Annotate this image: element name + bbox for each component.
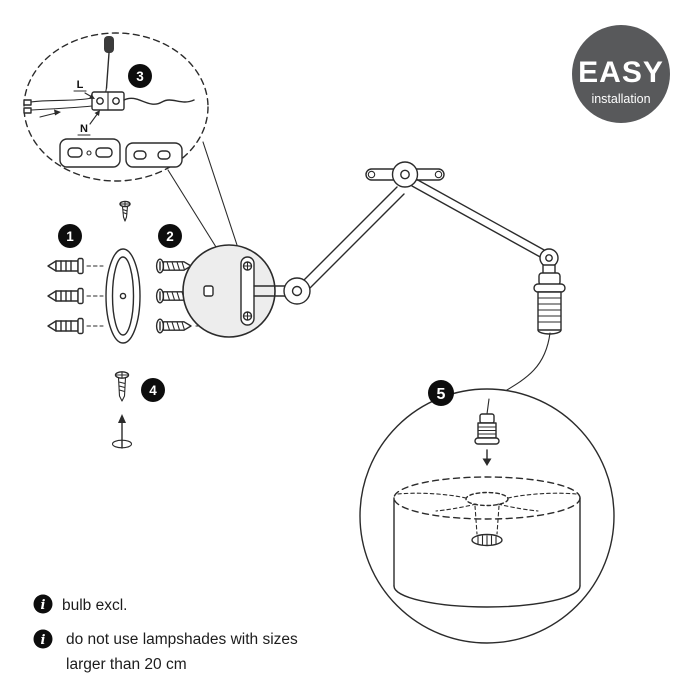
step-2-badge: 2 (158, 224, 182, 248)
step-badge-circle (58, 224, 82, 248)
socket-cap (538, 272, 561, 286)
info-icon (33, 594, 53, 614)
supply-wires (23, 97, 195, 114)
wall-plate (182, 244, 276, 338)
spider-spokes (397, 492, 577, 512)
arm-link (253, 285, 286, 297)
callout-line (167, 169, 217, 248)
wall-plug-icon (47, 257, 104, 275)
step-badge-circle (158, 224, 182, 248)
step-number: 4 (149, 383, 157, 398)
info-icon-glyph: i (41, 633, 46, 648)
step-1-group: 1 (47, 224, 104, 335)
neutral-label: N (80, 123, 88, 135)
wall-plate-strip (240, 256, 255, 326)
upper-arm (411, 178, 547, 259)
live-label: L (77, 79, 84, 91)
mounting-bracket (59, 138, 183, 168)
lampshade (393, 476, 581, 608)
shade-ring-nut (474, 437, 500, 445)
step-4-badge: 4 (141, 378, 165, 402)
lower-arm (302, 186, 405, 289)
callout-lines (167, 141, 238, 248)
arrowhead (89, 94, 95, 99)
note-bulb-text: bulb excl. (62, 597, 127, 614)
arrowhead (94, 110, 100, 116)
insert-arrow (39, 109, 61, 118)
socket-cord (486, 398, 490, 415)
step-badge-circle (128, 64, 152, 88)
easy-badge-subtitle: installation (591, 92, 650, 106)
step-number: 2 (166, 229, 174, 244)
note-lampshade-size: i do not use lampshades with sizes large… (33, 629, 298, 673)
note-lampshade-line2: larger than 20 cm (66, 656, 187, 673)
shade-bottom-rim (393, 585, 581, 608)
note-lampshade-line1: do not use lampshades with sizes (66, 631, 298, 648)
wall-plug-icon (47, 317, 104, 335)
step-2-group: 2 (155, 224, 209, 334)
step-4-group: 4 (111, 371, 165, 449)
step-1-badge: 1 (58, 224, 82, 248)
info-icon (33, 629, 53, 649)
live-wire-label: L (73, 79, 95, 99)
step-number: 1 (66, 229, 74, 244)
locking-screw-icon (114, 371, 130, 402)
arrowhead (118, 414, 126, 423)
wiring-detail-callout: L N 3 (23, 32, 209, 182)
rotation-arrow (111, 414, 133, 449)
socket-small-icon (474, 413, 500, 445)
step-3-badge: 3 (128, 64, 152, 88)
terminal-block (91, 91, 125, 111)
lamp-socket (533, 264, 566, 335)
screwdriver-icon (104, 36, 114, 94)
cable-slot (203, 285, 214, 297)
easy-badge-circle (572, 25, 670, 123)
neutral-wire-label: N (77, 110, 100, 136)
wall-plate-disc (182, 244, 276, 338)
step-badge-circle (428, 380, 454, 406)
step-5-badge: 5 (428, 380, 454, 406)
step-number: 3 (136, 69, 144, 84)
socket-ring (533, 283, 566, 293)
spider-hub (465, 491, 509, 507)
small-screw-icon (119, 200, 131, 222)
detail-circle (359, 388, 615, 644)
easy-badge-title: EASY (578, 56, 664, 89)
insert-down-arrow (482, 449, 492, 466)
mounting-ring (105, 248, 141, 344)
step-badge-circle (141, 378, 165, 402)
lampshade-detail (359, 388, 615, 644)
swing-arm (253, 161, 559, 305)
note-bulb: i bulb excl. (33, 594, 127, 614)
info-icon-glyph: i (41, 598, 46, 613)
arrowhead (482, 458, 492, 466)
wall-plug-icon (47, 287, 104, 305)
arrowhead (54, 109, 61, 116)
step-number: 5 (437, 386, 446, 403)
socket-thread (537, 291, 562, 331)
easy-badge: EASY installation (572, 25, 670, 123)
callout-line (202, 141, 238, 246)
